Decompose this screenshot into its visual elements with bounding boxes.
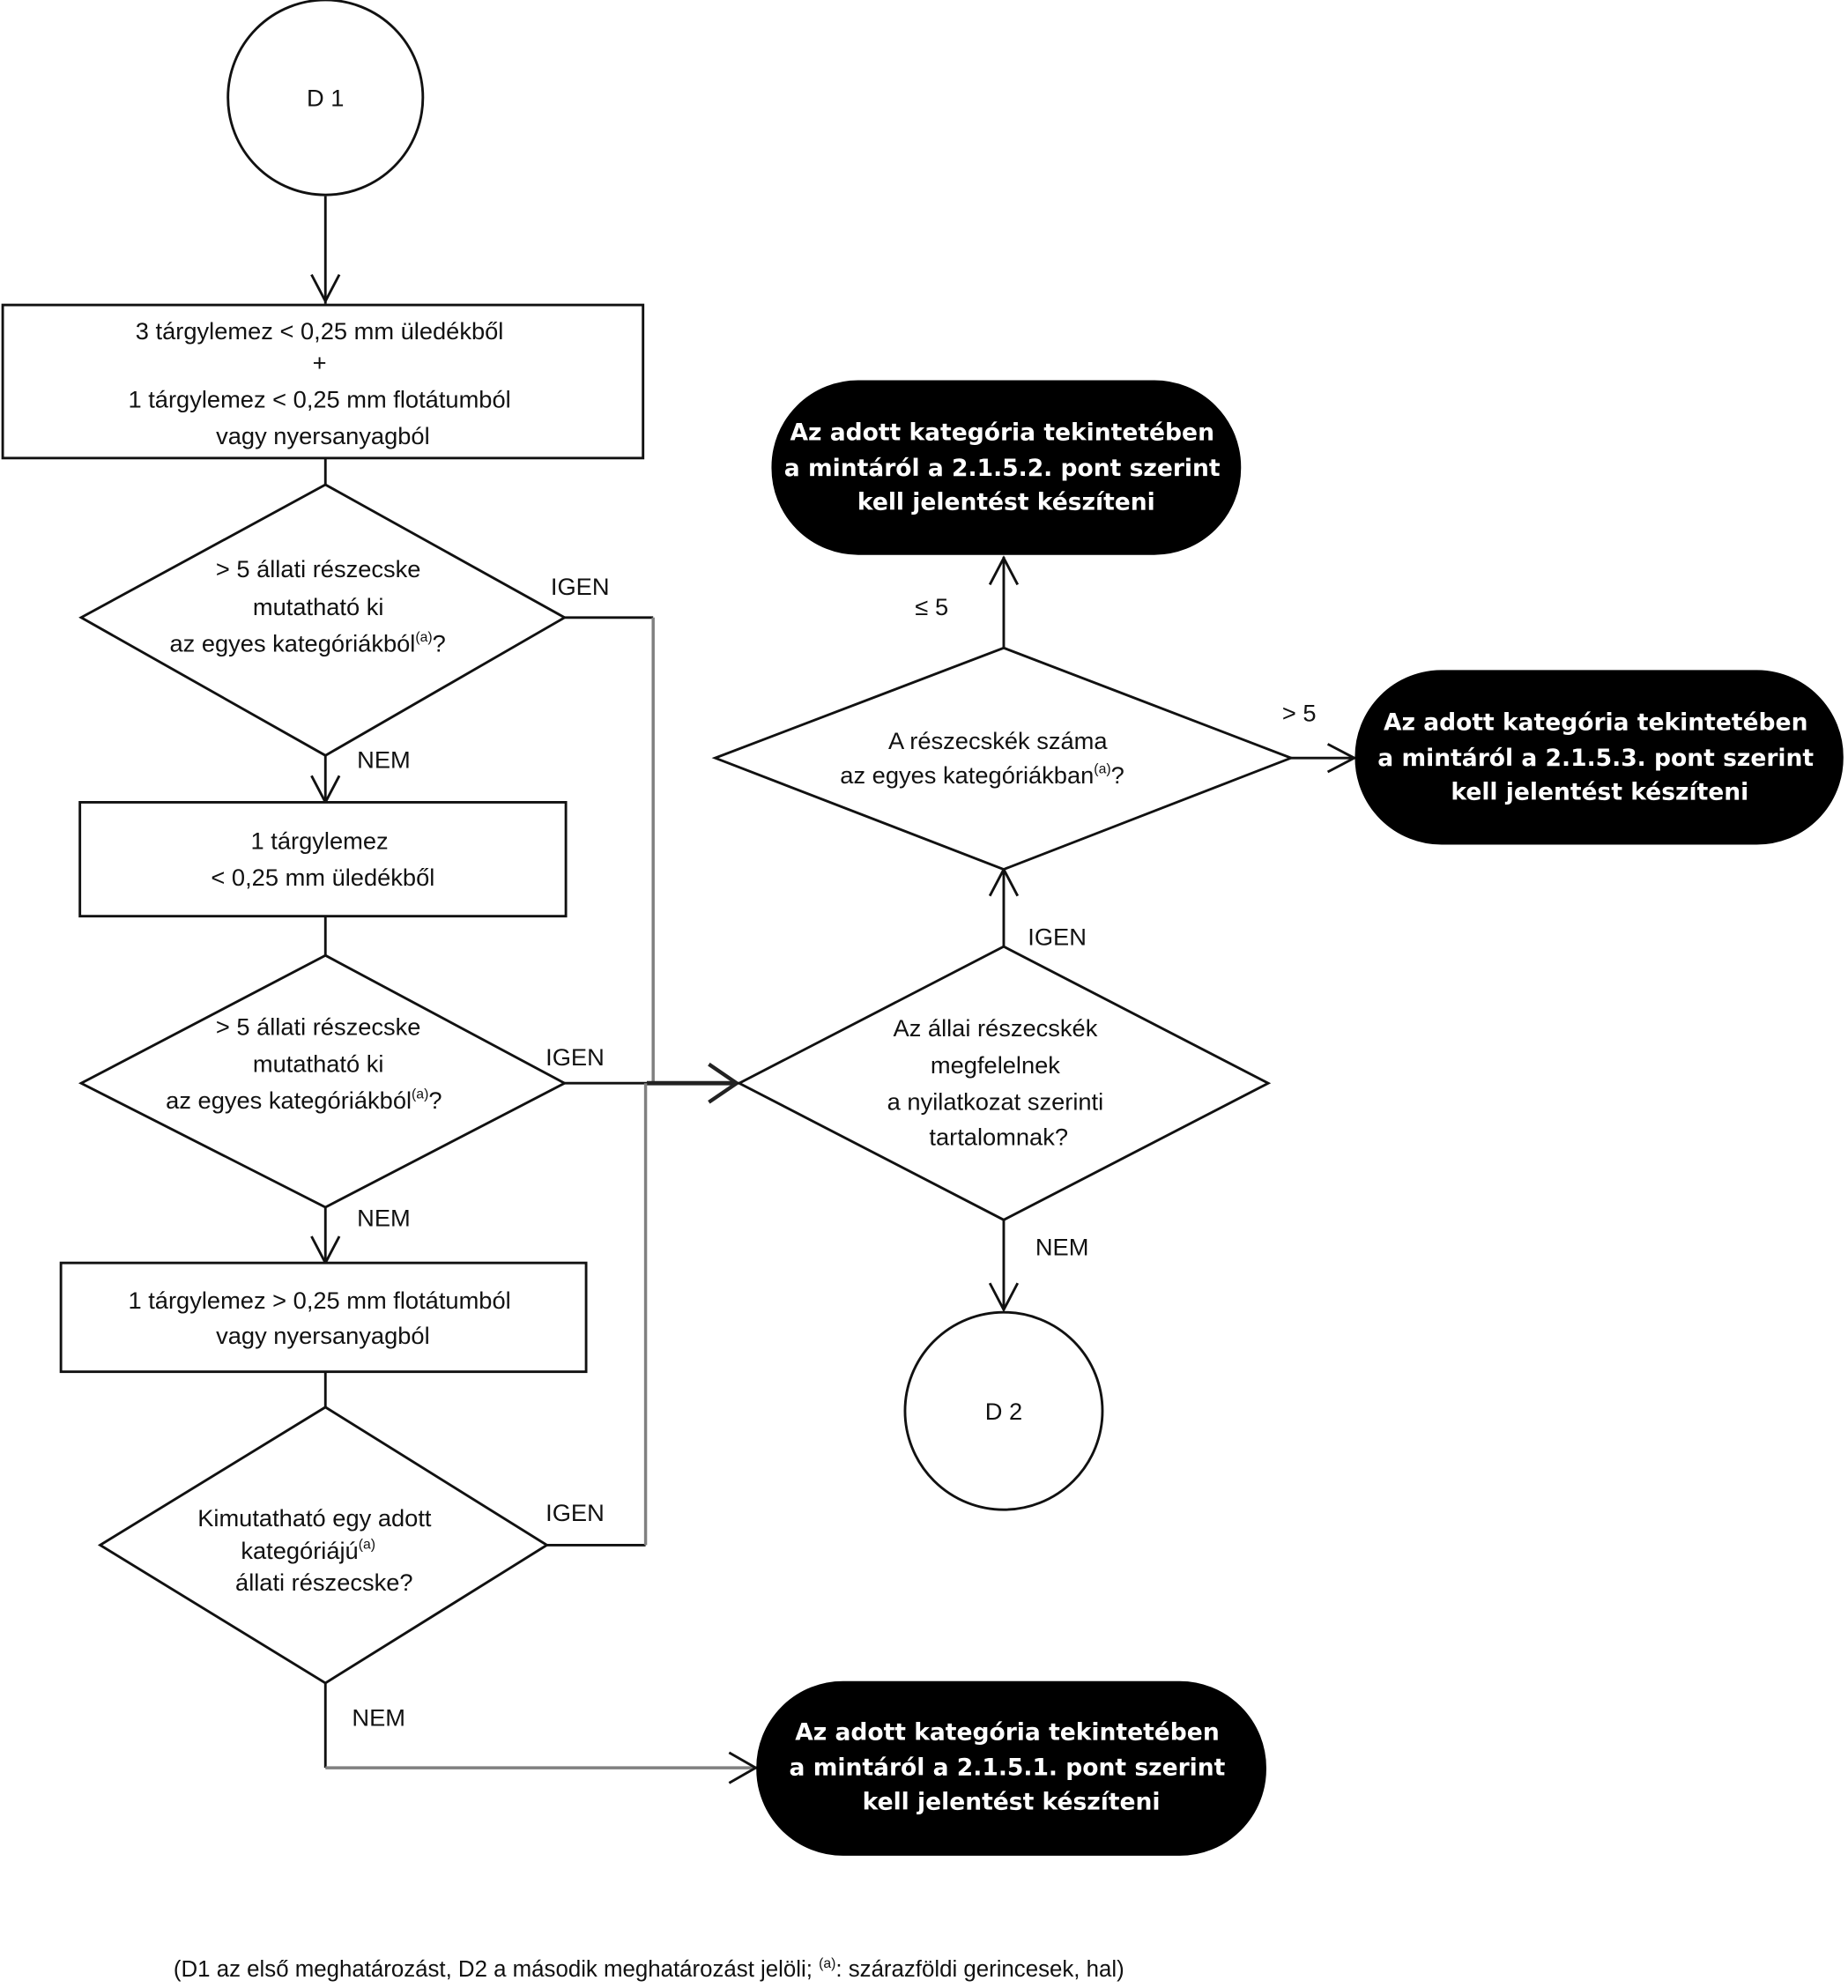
term2-line-2: a mintáról a 2.1.5.3. pont szerint — [1377, 745, 1814, 772]
arrowhead-icon — [988, 1282, 1020, 1313]
box1-line-1: 3 tárgylemez < 0,25 mm üledékből — [136, 317, 504, 345]
box2-line-2: < 0,25 mm üledékből — [211, 864, 434, 891]
dec4-line-2: megfelelnek — [931, 1051, 1060, 1079]
term2-line-3: kell jelentést készíteni — [1451, 779, 1748, 806]
dec2-line-3: az egyes kategóriákból — [166, 1087, 412, 1114]
label-dec5-le5: ≤ 5 — [915, 593, 948, 620]
term3-line-1: Az adott kategória tekintetében — [795, 1719, 1220, 1747]
svg-text:A részecskék száma az eg: A részecskék száma az egyes kategóriákba… — [840, 727, 1124, 789]
dec5-sup: (a) — [1094, 761, 1110, 776]
term1-line-2: a mintáról a 2.1.5.2. pont szerint — [784, 455, 1221, 482]
label-dec4-igen: IGEN — [1028, 924, 1087, 951]
decision-5: A részecskék száma az egyes kategóriákba… — [711, 646, 1295, 872]
box3-line-2: vagy nyersanyagból — [216, 1322, 430, 1349]
svg-text:> 5 állati részecske mut: > 5 állati részecske mutatható ki az egy… — [166, 1013, 442, 1114]
process-box-1: 3 tárgylemez < 0,25 mm üledékből + 1 tár… — [1, 303, 645, 460]
label-dec5-gt5: > 5 — [1282, 700, 1317, 727]
term3-line-2: a mintáról a 2.1.5.1. pont szerint — [790, 1754, 1226, 1782]
dec1-sup: (a) — [415, 630, 432, 645]
d1-label: D 1 — [307, 85, 344, 112]
terminator-2-1-5-2: Az adott kategória tekintetében a mintár… — [771, 380, 1242, 555]
decision-4: Az állai részecskék megfelelnek a nyilat… — [736, 945, 1272, 1221]
dec5-suffix: ? — [1111, 761, 1124, 789]
arrowhead-icon — [310, 273, 341, 304]
term1-line-1: Az adott kategória tekintetében — [790, 419, 1214, 447]
footnote-text-2: : szárazföldi gerincesek, hal) — [835, 1957, 1124, 1982]
footnote-text-1: (D1 az első meghatározást, D2 a második … — [174, 1957, 819, 1982]
terminator-2-1-5-1: Az adott kategória tekintetében a mintár… — [756, 1680, 1266, 1856]
dec2-sup: (a) — [412, 1087, 428, 1102]
dec4-line-1: Az állai részecskék — [894, 1014, 1098, 1042]
svg-text:1 tárgylemez < 0,25 mm ü: 1 tárgylemez < 0,25 mm üledékből — [211, 827, 434, 892]
dec3-sup: (a) — [359, 1538, 375, 1553]
dec1-suffix: ? — [433, 630, 446, 657]
svg-text:Kimutatható egy adott ka: Kimutatható egy adott kategóriájú(a) áll… — [197, 1504, 438, 1596]
arrowhead-icon — [1326, 743, 1357, 774]
svg-text:Az adott kategória tekintetébe: Az adott kategória tekintetében a mintár… — [1377, 709, 1822, 806]
svg-text:Az adott kategória tekintetébe: Az adott kategória tekintetében a mintár… — [790, 1719, 1234, 1816]
decision-3: Kimutatható egy adott kategóriájú(a) áll… — [97, 1406, 550, 1685]
box1-line-2: + — [313, 349, 327, 376]
box1-line-4: vagy nyersanyagból — [216, 422, 430, 449]
svg-text:3 tárgylemez < 0,25 mm üledékb: 3 tárgylemez < 0,25 mm üledékből + 1 tár… — [129, 317, 518, 449]
box1-line-3: 1 tárgylemez < 0,25 mm flotátumból — [129, 385, 511, 412]
label-dec1-nem: NEM — [357, 746, 411, 774]
label-dec4-nem: NEM — [1035, 1234, 1089, 1261]
box3-line-1: 1 tárgylemez > 0,25 mm flotátumból — [129, 1287, 511, 1314]
dec5-line-2: az egyes kategóriákban — [840, 761, 1094, 789]
footnote-sup: (a) — [819, 1956, 835, 1971]
dec2-suffix: ? — [428, 1087, 442, 1114]
terminator-2-1-5-3: Az adott kategória tekintetében a mintár… — [1354, 670, 1844, 845]
start-connector-d1: D 1 — [226, 0, 425, 197]
process-box-3: 1 tárgylemez > 0,25 mm flotátumból vagy … — [59, 1261, 588, 1374]
term2-line-1: Az adott kategória tekintetében — [1384, 709, 1808, 737]
arrowhead-icon — [728, 1751, 759, 1784]
dec3-line-1: Kimutatható egy adott — [197, 1504, 432, 1532]
term3-line-3: kell jelentést készíteni — [863, 1789, 1161, 1816]
connectors — [310, 196, 1357, 1784]
dec1-line-1: > 5 állati részecske — [216, 555, 421, 582]
dec3-line-2: kategóriájú — [241, 1537, 358, 1564]
svg-text:> 5 állati részecske mut: > 5 állati részecske mutatható ki az egy… — [169, 555, 445, 657]
dec4-line-4: tartalomnak? — [929, 1124, 1068, 1151]
box2-line-1: 1 tárgylemez — [251, 827, 389, 855]
process-box-2: 1 tárgylemez < 0,25 mm üledékből — [78, 801, 568, 918]
dec1-line-2: mutatható ki — [253, 593, 384, 620]
footnote: (D1 az első meghatározást, D2 a második … — [174, 1956, 1124, 1982]
decision-1: > 5 állati részecske mutatható ki az egy… — [78, 483, 568, 757]
dec2-line-1: > 5 állati részecske — [216, 1013, 421, 1041]
d2-label: D 2 — [985, 1398, 1022, 1425]
dec2-line-2: mutatható ki — [253, 1050, 384, 1077]
arrowhead-icon — [988, 555, 1020, 586]
dec3-line-3: állati részecske? — [235, 1569, 413, 1596]
svg-text:1 tárgylemez > 0,25 mm flotátu: 1 tárgylemez > 0,25 mm flotátumból vagy … — [129, 1287, 518, 1349]
svg-text:Az adott kategória tekintetébe: Az adott kategória tekintetében a mintár… — [784, 419, 1228, 516]
end-connector-d2: D 2 — [903, 1310, 1104, 1511]
label-dec2-nem: NEM — [357, 1205, 411, 1232]
svg-text:Az állai részecskék megf: Az állai részecskék megfelelnek a nyilat… — [887, 1014, 1110, 1150]
decision-2: > 5 állati részecske mutatható ki az egy… — [78, 953, 568, 1209]
edge-labels: IGEN NEM IGEN NEM IGEN NEM IGEN NEM ≤ 5 … — [352, 573, 1316, 1732]
dec1-line-3: az egyes kategóriákból — [169, 630, 415, 657]
label-dec1-igen: IGEN — [551, 573, 610, 600]
dec5-line-1: A részecskék száma — [888, 727, 1108, 754]
label-dec2-igen: IGEN — [545, 1043, 605, 1071]
label-dec3-nem: NEM — [352, 1704, 405, 1732]
dec4-line-3: a nyilatkozat szerinti — [887, 1087, 1104, 1115]
label-dec3-igen: IGEN — [545, 1499, 605, 1526]
term1-line-3: kell jelentést készíteni — [857, 489, 1155, 516]
